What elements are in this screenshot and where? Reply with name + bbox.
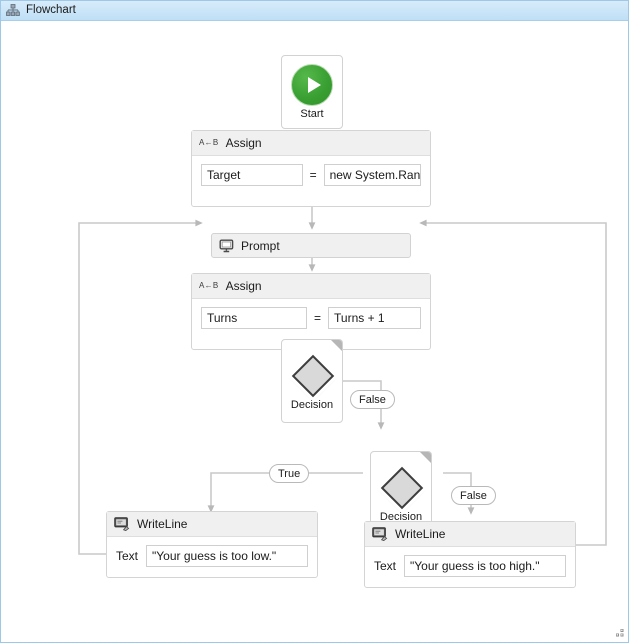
writeline-low-node[interactable]: WriteLine Text "Your guess is too low." bbox=[106, 511, 318, 578]
assign-turns-to-field[interactable]: Turns bbox=[201, 307, 308, 329]
writeline-high-field-label: Text bbox=[374, 559, 397, 573]
monitor-icon bbox=[219, 239, 234, 253]
assign-turns-value-field[interactable]: Turns + 1 bbox=[328, 307, 421, 329]
decision-1-caption: Decision bbox=[290, 398, 334, 411]
assign-target-body: Target = new System.Random bbox=[192, 156, 430, 194]
start-node[interactable]: Start bbox=[281, 55, 343, 129]
assign-target-operator: = bbox=[309, 168, 317, 182]
writeline-high-title: WriteLine bbox=[395, 527, 446, 541]
resize-grip[interactable] bbox=[612, 626, 625, 639]
writeline-low-title: WriteLine bbox=[137, 517, 188, 531]
diamond-icon bbox=[291, 354, 335, 397]
decision-2-caption: Decision bbox=[379, 510, 423, 523]
assign-turns-title: Assign bbox=[225, 279, 262, 293]
writeline-high-node[interactable]: WriteLine Text "Your guess is too high." bbox=[364, 521, 576, 588]
decision-2-expand-corner-icon[interactable] bbox=[420, 452, 431, 463]
play-icon bbox=[291, 64, 333, 106]
decision-1-expand-corner-icon[interactable] bbox=[331, 340, 342, 351]
decision-node-1[interactable]: Decision bbox=[281, 339, 343, 423]
writeline-high-body: Text "Your guess is too high." bbox=[365, 547, 575, 585]
console-icon bbox=[372, 527, 388, 541]
prompt-title: Prompt bbox=[241, 238, 280, 253]
edge-label-decision2-false: False bbox=[451, 486, 496, 505]
assign-turns-header: A←B Assign bbox=[192, 274, 430, 299]
assign-icon: A←B bbox=[199, 138, 219, 147]
hierarchy-icon bbox=[6, 4, 20, 17]
assign-turns-operator: = bbox=[314, 311, 322, 325]
window-title-bar[interactable]: Flowchart bbox=[1, 1, 628, 21]
window-title-text: Flowchart bbox=[26, 3, 76, 16]
assign-target-node[interactable]: A←B Assign Target = new System.Random bbox=[191, 130, 431, 207]
assign-target-title: Assign bbox=[225, 136, 262, 150]
edge-label-decision1-false: False bbox=[350, 390, 395, 409]
prompt-node[interactable]: Prompt bbox=[211, 233, 411, 258]
assign-icon: A←B bbox=[199, 281, 219, 290]
console-icon bbox=[114, 517, 130, 531]
writeline-low-body: Text "Your guess is too low." bbox=[107, 537, 317, 575]
diamond-icon bbox=[380, 466, 424, 509]
writeline-high-text-field[interactable]: "Your guess is too high." bbox=[404, 555, 566, 577]
edge-label-decision2-true: True bbox=[269, 464, 310, 483]
assign-target-header: A←B Assign bbox=[192, 131, 430, 156]
assign-target-to-field[interactable]: Target bbox=[201, 164, 303, 186]
writeline-high-header: WriteLine bbox=[365, 522, 575, 547]
writeline-low-header: WriteLine bbox=[107, 512, 317, 537]
writeline-low-field-label: Text bbox=[116, 549, 139, 563]
flowchart-canvas[interactable]: Start A←B Assign Target = new System.Ran… bbox=[1, 21, 628, 642]
assign-turns-body: Turns = Turns + 1 bbox=[192, 299, 430, 337]
start-node-caption: Start bbox=[300, 108, 324, 120]
assign-target-value-field[interactable]: new System.Random bbox=[323, 164, 421, 186]
assign-turns-node[interactable]: A←B Assign Turns = Turns + 1 bbox=[191, 273, 431, 350]
writeline-low-text-field[interactable]: "Your guess is too low." bbox=[146, 545, 308, 567]
